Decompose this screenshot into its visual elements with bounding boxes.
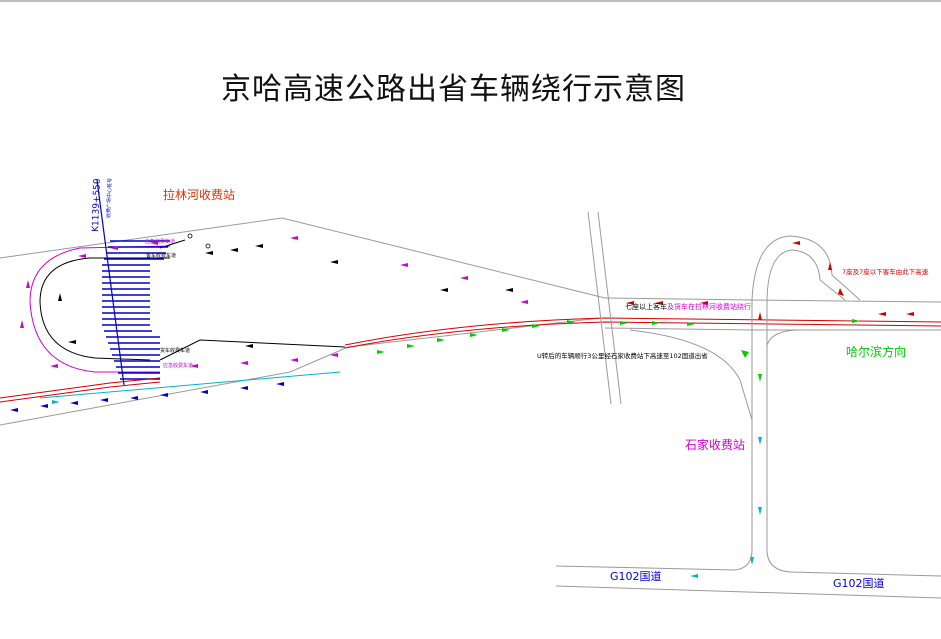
label-shijia-station: 石家收费站 [685, 437, 745, 452]
red-arrows [626, 241, 914, 320]
label-g102-left: G102国道 [610, 569, 662, 583]
magenta-arrows [20, 236, 528, 368]
label-lane-top-2: 客车收费车道 [146, 252, 176, 259]
crossing-road [587, 211, 622, 405]
cyan-arrows [52, 400, 762, 578]
label-seven-seat: 七座以上客车 [625, 302, 667, 311]
label-lane-top-1: 应急收费车道 [145, 238, 175, 245]
label-stake: K1139+550 [91, 178, 103, 232]
label-harbin-direction: 哈尔滨方向 [846, 344, 906, 359]
highway-red-lines [0, 317, 941, 403]
highway-west-section [0, 217, 606, 426]
label-uturn-note: U转后的车辆顺行3公里经石家收费站下高速至102国道出省 [537, 351, 708, 360]
label-via-lalinhe: 及货车在拉林河收费站绕行 [667, 302, 751, 311]
label-lane-bottom-2: 应急收费车道 [163, 362, 193, 369]
plaza-center-line [96, 179, 125, 386]
interchange-ramps [555, 235, 941, 599]
black-arrows [58, 244, 513, 348]
label-lane-bottom-1: 货车收费车道 [160, 347, 190, 354]
plaza-marker [187, 233, 193, 239]
label-small-car-note: 7座及7座以下客车由此下高速 [842, 267, 929, 276]
cyan-guide-line [39, 371, 341, 399]
green-arrows [377, 319, 860, 382]
plaza-marker [205, 243, 211, 249]
page-title: 京哈高速公路出省车辆绕行示意图 [221, 72, 686, 107]
label-lalinhe-station: 拉林河收费站 [163, 187, 235, 202]
toll-gates [102, 240, 170, 380]
blue-arrows [10, 382, 284, 412]
label-g102-right: G102国道 [833, 576, 885, 590]
label-stake-sub: 收费广场中心桩号 [105, 178, 113, 218]
